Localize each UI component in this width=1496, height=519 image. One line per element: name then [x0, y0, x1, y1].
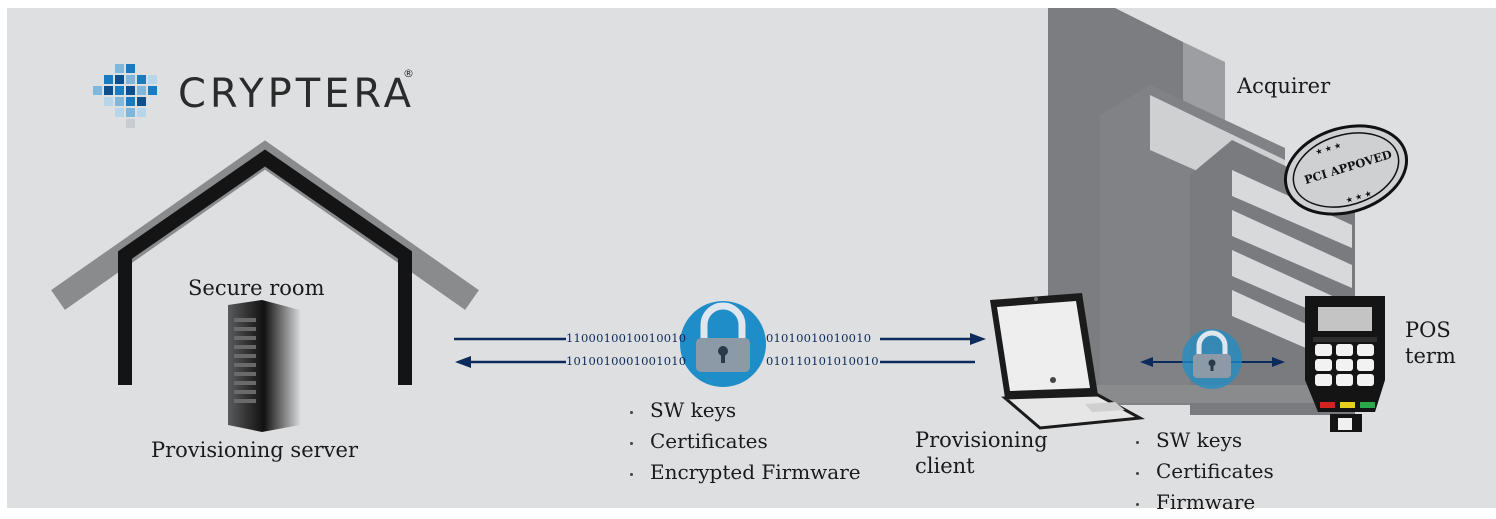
pci-stamp-icon: ★ ★ ★ ★ ★ ★ — [1283, 124, 1409, 216]
cryptera-logo-icon — [93, 64, 157, 128]
binary-top-right: 01010010010010 — [766, 331, 872, 345]
binary-bottom-right: 010110101010010 — [766, 354, 879, 368]
lock-icon — [680, 301, 766, 387]
list-item: Certificates — [1132, 457, 1274, 488]
client-label-line1: Provisioning — [915, 428, 1048, 452]
binary-top-left: 1100010010010010 — [566, 331, 687, 345]
pos-label-line2: term — [1405, 344, 1456, 368]
list-item: Firmware — [1132, 488, 1274, 519]
registered-mark: ® — [403, 67, 414, 80]
pos-bullet-list: SW keys Certificates Firmware — [1132, 426, 1274, 519]
provisioning-diagram: ★ ★ ★ ★ ★ ★ — [7, 8, 1496, 514]
laptop-icon — [990, 293, 1145, 430]
data-transfer-arrows — [454, 333, 986, 368]
acquirer-label: Acquirer — [1237, 74, 1331, 98]
list-item: Certificates — [626, 427, 861, 458]
small-lock-icon — [1182, 329, 1242, 389]
pos-terminal-icon — [1305, 296, 1385, 432]
diagram-canvas: ★ ★ ★ ★ ★ ★ — [7, 8, 1496, 508]
binary-bottom-left: 1010010001001010 — [566, 354, 687, 368]
pos-label-line1: POS — [1405, 318, 1451, 342]
client-label-line2: client — [915, 454, 975, 478]
list-item: Encrypted Firmware — [626, 458, 861, 489]
provisioning-server-label: Provisioning server — [151, 438, 358, 462]
list-item: SW keys — [626, 396, 861, 427]
logo-wordmark: CRYPTERA — [178, 71, 415, 117]
server-bullet-list: SW keys Certificates Encrypted Firmware — [626, 396, 861, 489]
secure-room-label: Secure room — [188, 276, 325, 300]
list-item: SW keys — [1132, 426, 1274, 457]
house-icon — [51, 140, 479, 385]
server-icon — [228, 300, 300, 432]
